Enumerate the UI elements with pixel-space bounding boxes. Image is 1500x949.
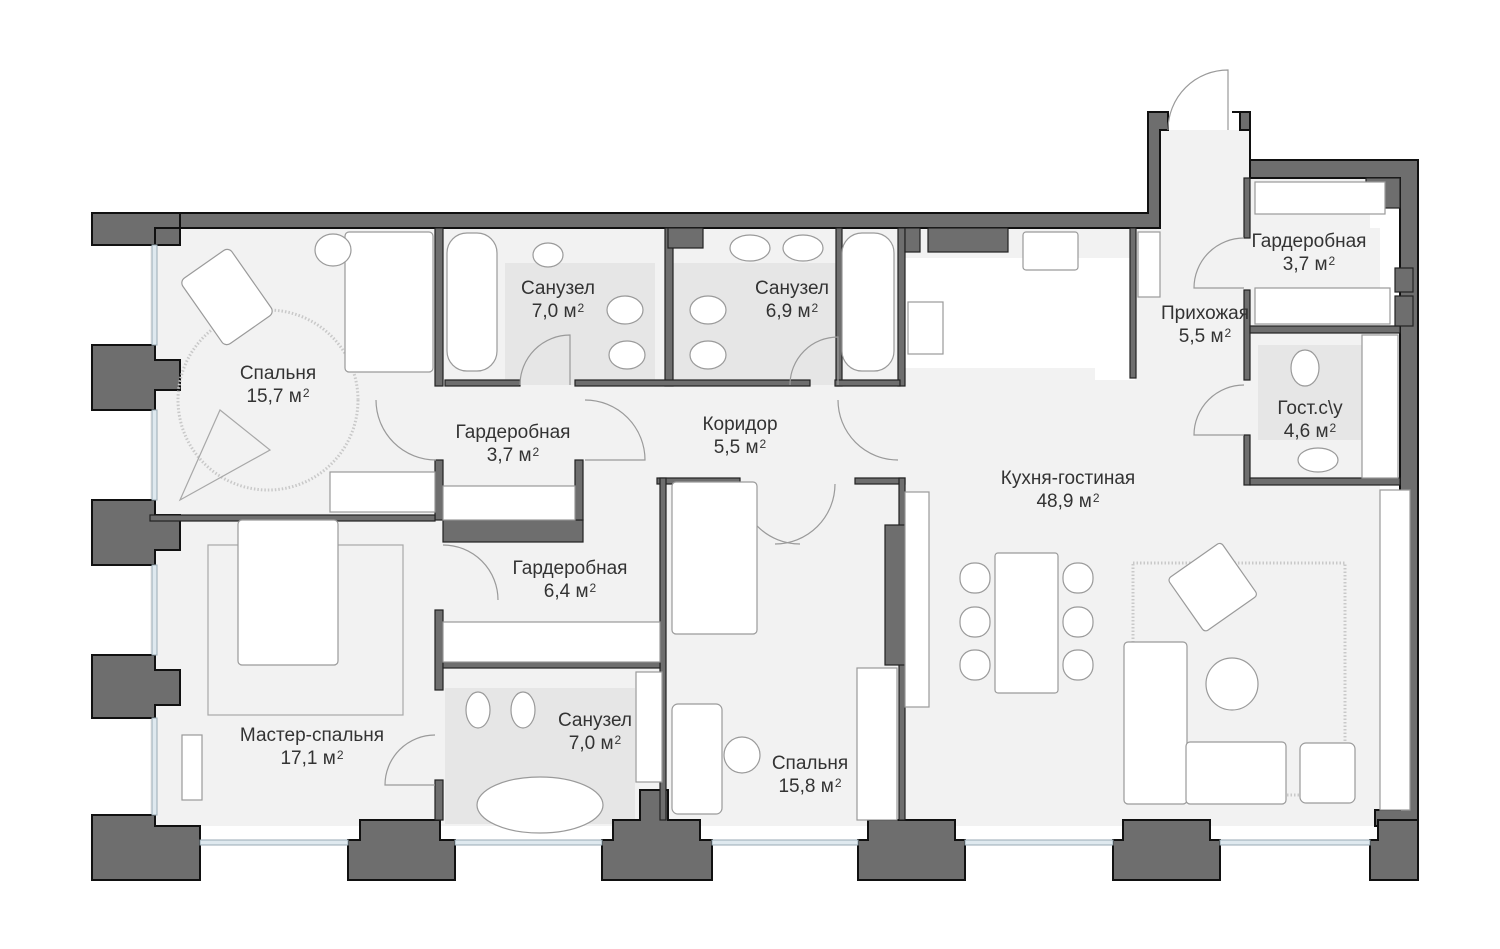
room-name: Спальня: [771, 753, 849, 774]
room-area: 4,6 м2: [1283, 421, 1337, 442]
room-name: Санузел: [754, 278, 830, 299]
room-name: Мастер-спальня: [239, 725, 385, 746]
room-label-kitchen-living: Кухня-гостиная 48,9 м2: [1001, 467, 1135, 513]
room-name: Прихожая: [1160, 303, 1250, 324]
room-label-bathroom-1: Санузел 7,0 м2: [521, 277, 595, 323]
room-area: 3,7 м2: [486, 445, 540, 466]
room-label-wardrobe-1: Гардеробная 3,7 м2: [456, 421, 571, 467]
room-name: Гост.с\у: [1277, 398, 1343, 419]
room-area: 17,1 м2: [280, 748, 344, 769]
interior-walls: [149, 177, 1414, 821]
room-label-corridor: Коридор 5,5 м2: [702, 413, 777, 459]
room-name: Коридор: [702, 414, 778, 435]
room-area: 15,8 м2: [778, 776, 842, 797]
room-name: Санузел: [520, 278, 596, 299]
room-label-wardrobe-3: Гардеробная 6,4 м2: [513, 557, 628, 603]
room-label-bathroom-2: Санузел 6,9 м2: [755, 277, 829, 323]
windows: [151, 244, 1371, 846]
room-area: 7,0 м2: [531, 301, 585, 322]
room-name: Кухня-гостиная: [1000, 468, 1136, 489]
room-name: Гардеробная: [455, 422, 571, 443]
room-area: 7,0 м2: [568, 733, 622, 754]
room-area: 6,9 м2: [765, 301, 819, 322]
furniture: [176, 181, 1411, 834]
room-area: 6,4 м2: [543, 581, 597, 602]
floor-areas: [150, 130, 1380, 826]
room-label-master-bedroom: Мастер-спальня 17,1 м2: [240, 724, 384, 770]
room-label-bathroom-3: Санузел 7,0 м2: [558, 709, 632, 755]
room-area: 5,5 м2: [1178, 326, 1232, 347]
room-area: 15,7 м2: [246, 386, 310, 407]
room-label-hallway: Прихожая 5,5 м2: [1161, 302, 1249, 348]
room-label-wardrobe-2: Гардеробная 3,7 м2: [1252, 230, 1367, 276]
room-area: 3,7 м2: [1282, 254, 1336, 275]
room-name: Гардеробная: [512, 558, 628, 579]
room-label-guest-wc: Гост.с\у 4,6 м2: [1277, 397, 1342, 443]
exterior-walls: [91, 111, 1419, 881]
room-name: Гардеробная: [1251, 231, 1367, 252]
room-label-bedroom-2: Спальня 15,8 м2: [772, 752, 848, 798]
room-area: 48,9 м2: [1036, 491, 1100, 512]
room-name: Спальня: [239, 363, 317, 384]
room-area: 5,5 м2: [713, 437, 767, 458]
room-label-bedroom-1: Спальня 15,7 м2: [240, 362, 316, 408]
room-name: Санузел: [557, 710, 633, 731]
